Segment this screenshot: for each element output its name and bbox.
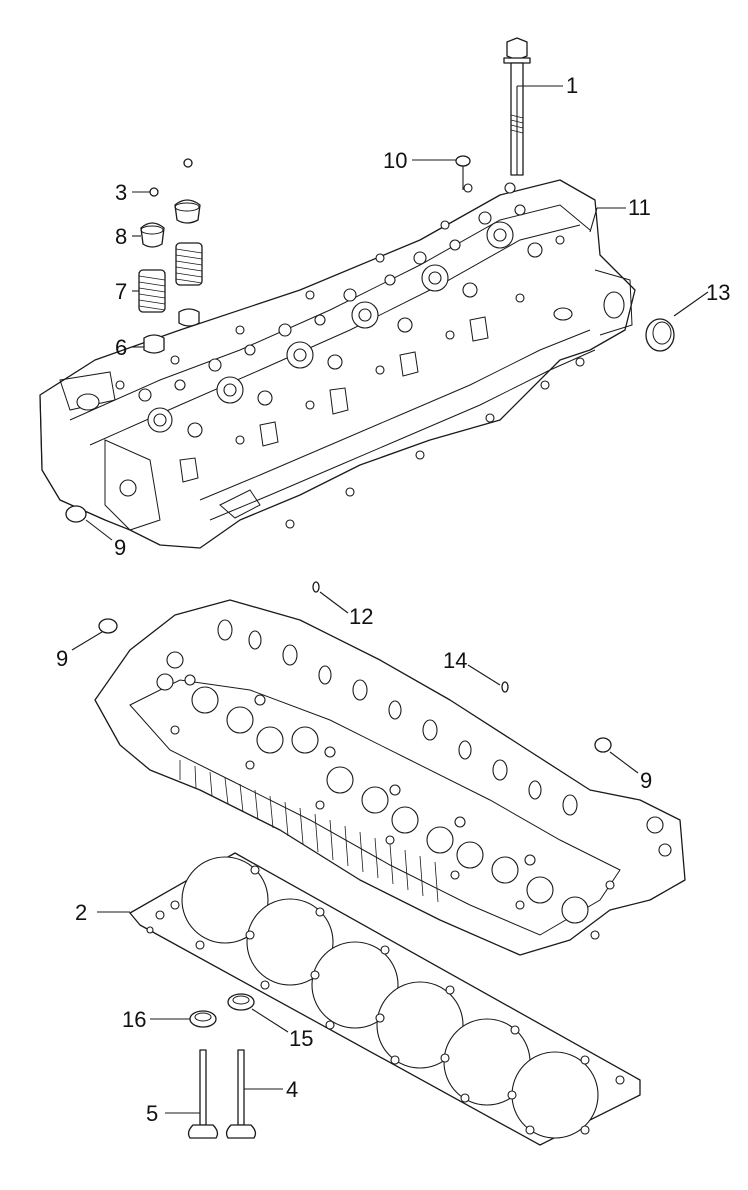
coolant-passages xyxy=(156,619,672,857)
spring-retainers xyxy=(140,199,201,248)
callout-9-right: 9 xyxy=(640,768,652,793)
callout-8: 8 xyxy=(115,224,127,249)
combustion-chambers xyxy=(170,674,615,940)
side-bosses xyxy=(179,316,585,529)
valve-keepers xyxy=(149,158,193,197)
callout-labels: 1 10 11 3 8 7 6 13 9 12 9 14 9 2 16 15 4… xyxy=(56,73,730,1126)
callout-4: 4 xyxy=(286,1077,298,1102)
callout-3: 3 xyxy=(115,180,127,205)
dowel-pin-12 xyxy=(312,581,320,593)
callout-11: 11 xyxy=(628,195,651,220)
valve-seat-inserts xyxy=(189,993,255,1028)
cup-plug xyxy=(645,318,675,352)
valve-stem-seals xyxy=(143,308,200,354)
callout-6: 6 xyxy=(115,335,127,360)
callout-7: 7 xyxy=(115,279,127,304)
callout-13: 13 xyxy=(706,280,730,305)
callout-9-left: 9 xyxy=(56,646,68,671)
callout-1: 1 xyxy=(566,73,578,98)
cylinder-head-bottom xyxy=(94,599,686,956)
callout-15: 15 xyxy=(289,1026,313,1051)
callout-10: 10 xyxy=(383,148,407,173)
callout-5: 5 xyxy=(146,1101,158,1126)
cylinder-head-top xyxy=(39,179,636,549)
callout-12: 12 xyxy=(349,604,373,629)
seal-ring-upper xyxy=(65,505,87,523)
valve-bores xyxy=(115,182,565,445)
dowel-pin-14 xyxy=(501,681,509,693)
callout-9-upper: 9 xyxy=(114,535,126,560)
head-gasket xyxy=(129,852,641,1146)
callout-2: 2 xyxy=(75,900,87,925)
gasket-bolt-holes xyxy=(146,865,625,1135)
callout-16: 16 xyxy=(122,1007,146,1032)
leader-lines xyxy=(71,85,709,1114)
valve-springs xyxy=(138,242,203,313)
callout-14: 14 xyxy=(443,648,467,673)
valves xyxy=(187,1049,257,1139)
seal-ring-right xyxy=(594,737,612,753)
seal-ring-left xyxy=(98,618,118,634)
o-ring-small xyxy=(455,155,471,167)
